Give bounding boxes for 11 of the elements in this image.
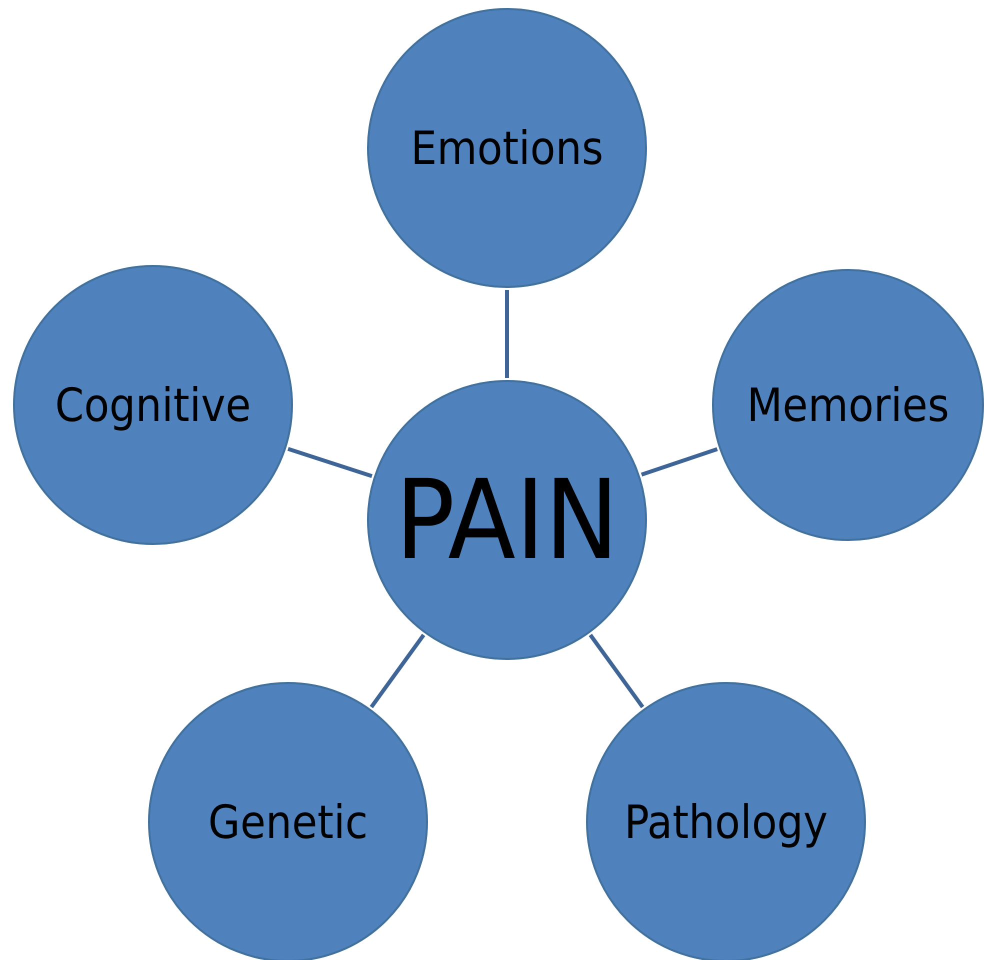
connector-line	[505, 290, 509, 378]
center-label: PAIN	[395, 456, 619, 584]
topic-label: Pathology	[624, 795, 828, 849]
connector-line	[287, 446, 373, 478]
topic-label: Cognitive	[55, 378, 251, 432]
connector-line	[588, 634, 644, 708]
connector-line	[640, 447, 718, 477]
topic-label: Emotions	[410, 121, 604, 175]
connector-line	[370, 634, 426, 708]
topic-label: Genetic	[208, 795, 368, 849]
topic-label: Memories	[746, 378, 950, 432]
